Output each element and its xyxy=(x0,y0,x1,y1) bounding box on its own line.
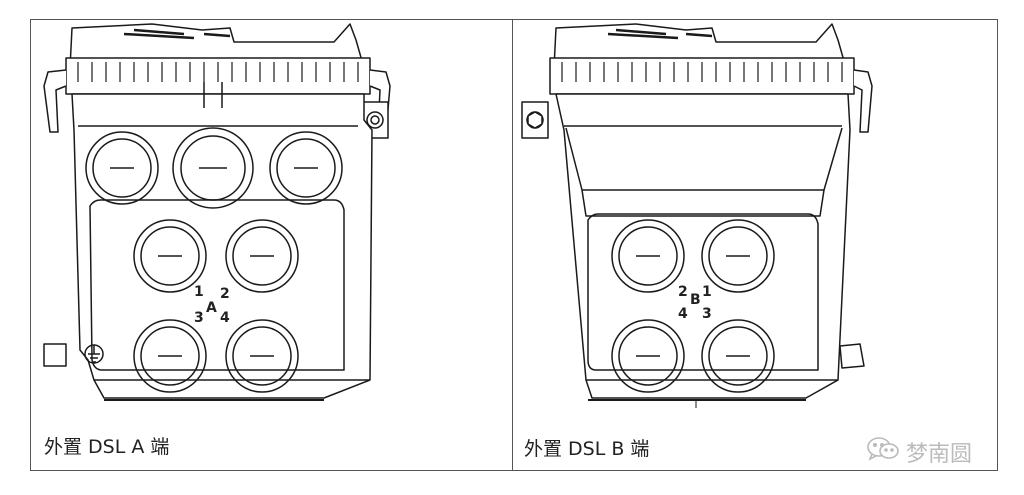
pin-label-b-1: 1 xyxy=(702,284,712,300)
enclosure-body xyxy=(555,93,851,381)
port-letter-b: B xyxy=(690,292,701,308)
left-clip xyxy=(43,69,67,133)
pin-label-a-4: 4 xyxy=(220,310,230,326)
wechat-icon xyxy=(866,436,900,468)
panel-divider xyxy=(512,19,513,471)
right-clip xyxy=(853,69,873,133)
ground-lug-bottom xyxy=(43,343,104,367)
enclosure-body xyxy=(71,93,373,381)
ground-lug-bottom xyxy=(839,343,865,369)
pin-label-b-3: 3 xyxy=(702,306,712,322)
pin-label-a-2: 2 xyxy=(220,286,230,302)
pin-label-b-4: 4 xyxy=(678,306,688,322)
pin-label-b-2: 2 xyxy=(678,284,688,300)
watermark-text: 梦南圆 xyxy=(906,442,973,467)
gland-row-top xyxy=(85,127,343,209)
gland-grid xyxy=(133,219,299,393)
gland-grid xyxy=(611,219,775,393)
watermark: 梦南圆 xyxy=(866,436,972,468)
ground-lug-top xyxy=(521,101,549,139)
pin-label-a-3: 3 xyxy=(194,310,204,326)
port-letter-a: A xyxy=(206,300,217,316)
caption-panel-b: 外置 DSL B 端 xyxy=(524,438,650,460)
enclosure-a-drawing: 1 2 A 3 4 xyxy=(34,20,504,414)
caption-panel-a: 外置 DSL A 端 xyxy=(44,436,170,458)
pin-label-a-1: 1 xyxy=(194,284,204,300)
figure-frame xyxy=(30,19,998,471)
enclosure-b-drawing: 2 1 B 4 3 xyxy=(516,20,986,414)
